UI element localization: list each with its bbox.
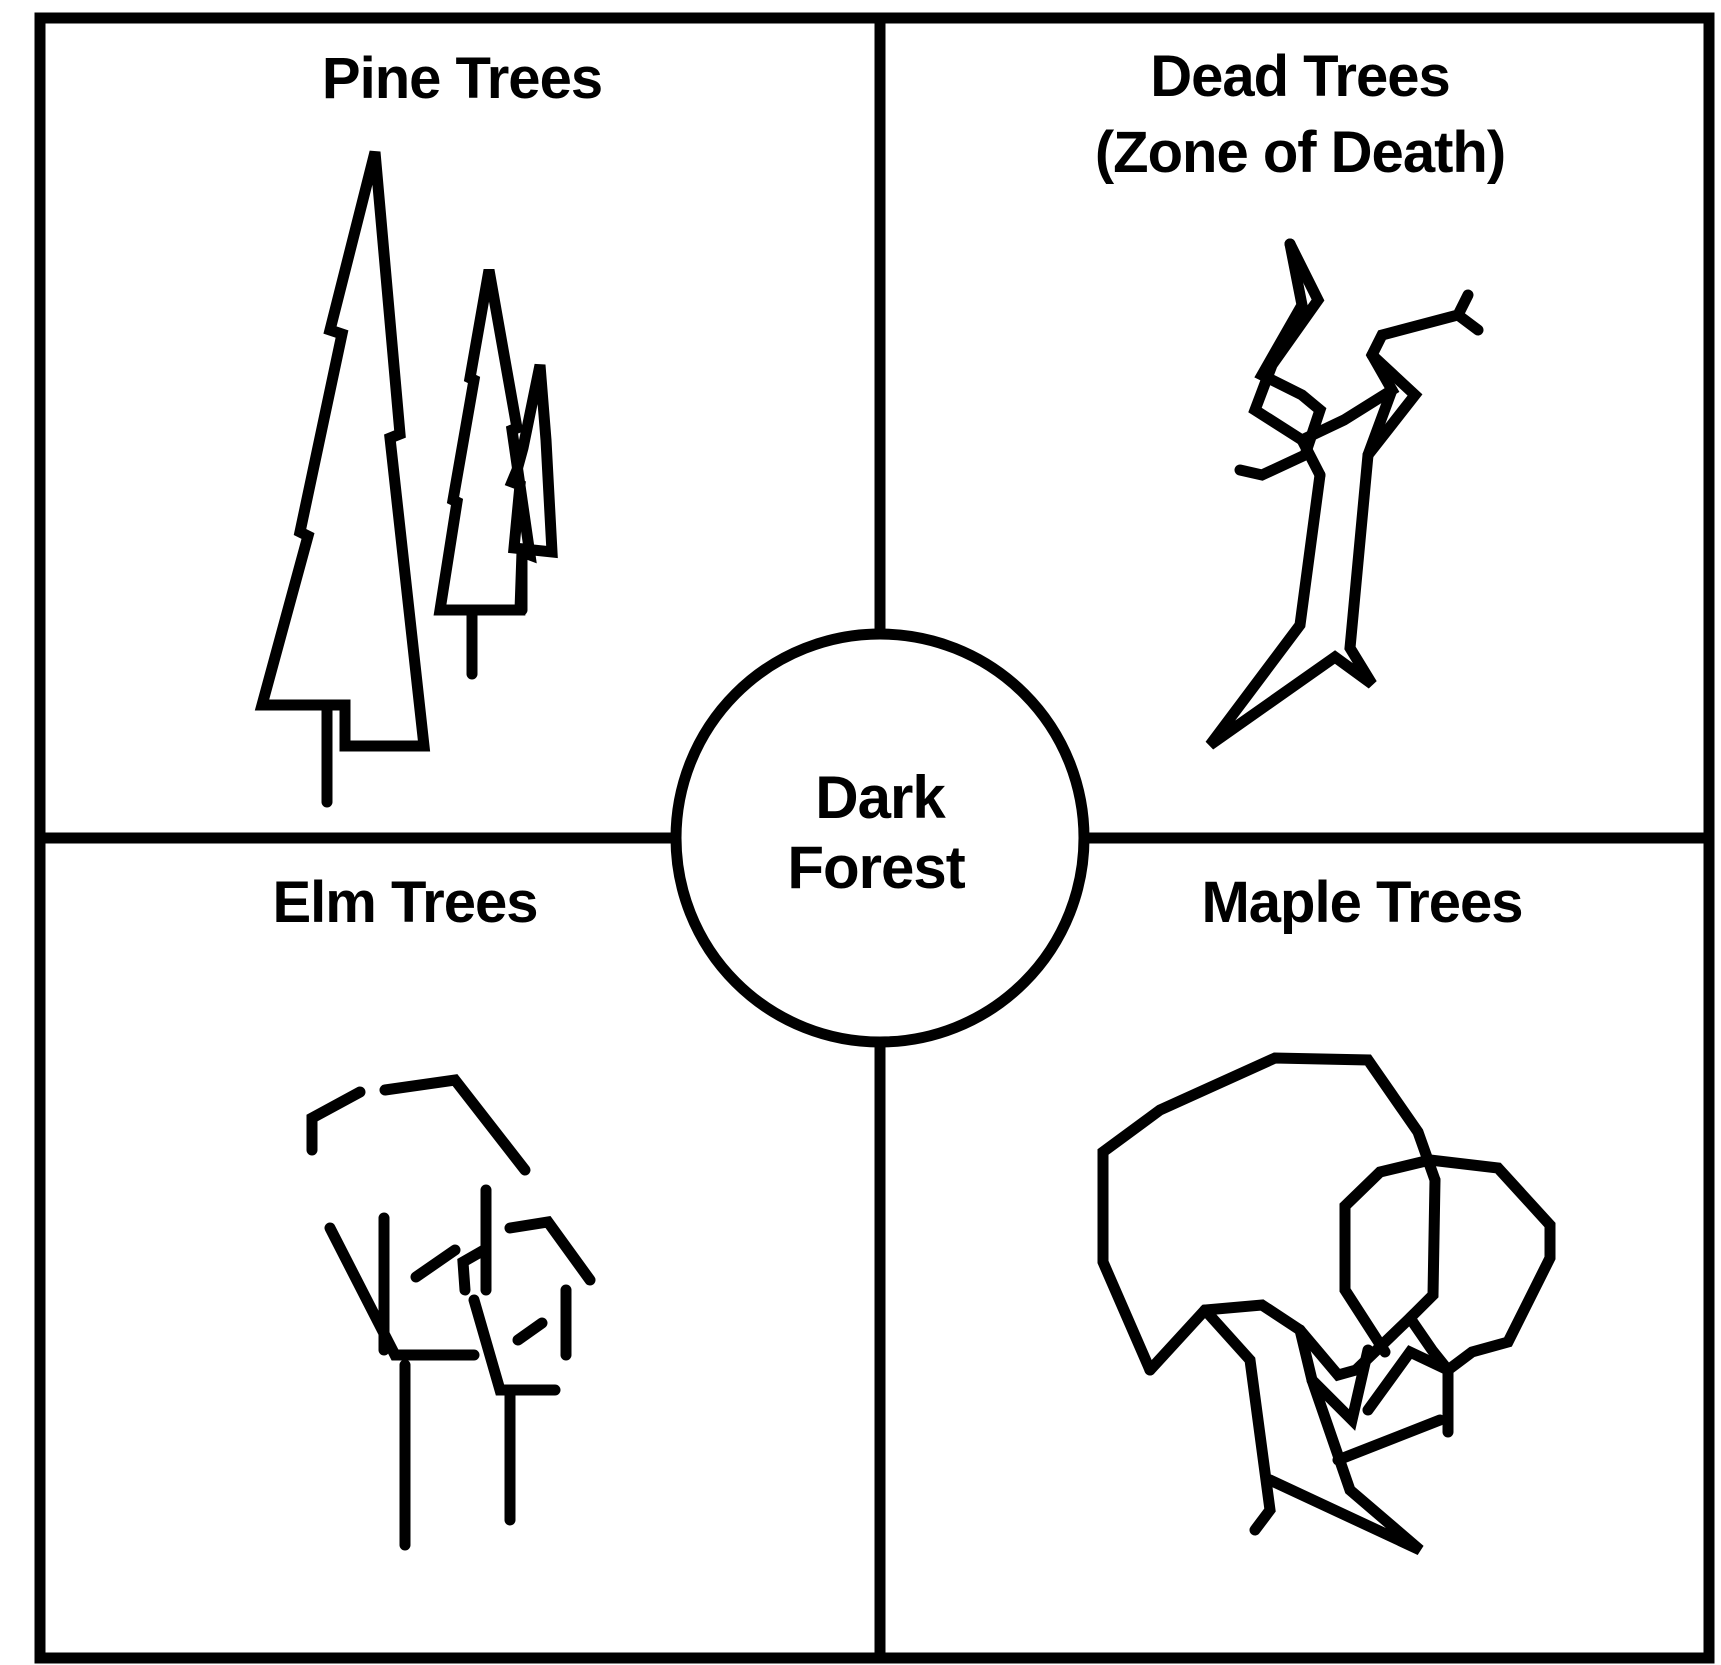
center-label-line2: Forest bbox=[787, 834, 965, 901]
maple-trees-icon bbox=[1103, 1058, 1550, 1550]
dead-trees-label-line2: (Zone of Death) bbox=[1095, 120, 1505, 185]
dead-trees-label-line1: Dead Trees bbox=[1150, 44, 1450, 109]
pine-trees-icon bbox=[262, 152, 552, 802]
elm-trees-icon bbox=[312, 1080, 590, 1545]
center-label-line1: Dark bbox=[815, 764, 946, 831]
pine-trees-label: Pine Trees bbox=[322, 46, 602, 111]
maple-trees-label: Maple Trees bbox=[1201, 870, 1522, 935]
elm-trees-label: Elm Trees bbox=[272, 870, 537, 935]
dead-tree-icon bbox=[1210, 244, 1478, 745]
